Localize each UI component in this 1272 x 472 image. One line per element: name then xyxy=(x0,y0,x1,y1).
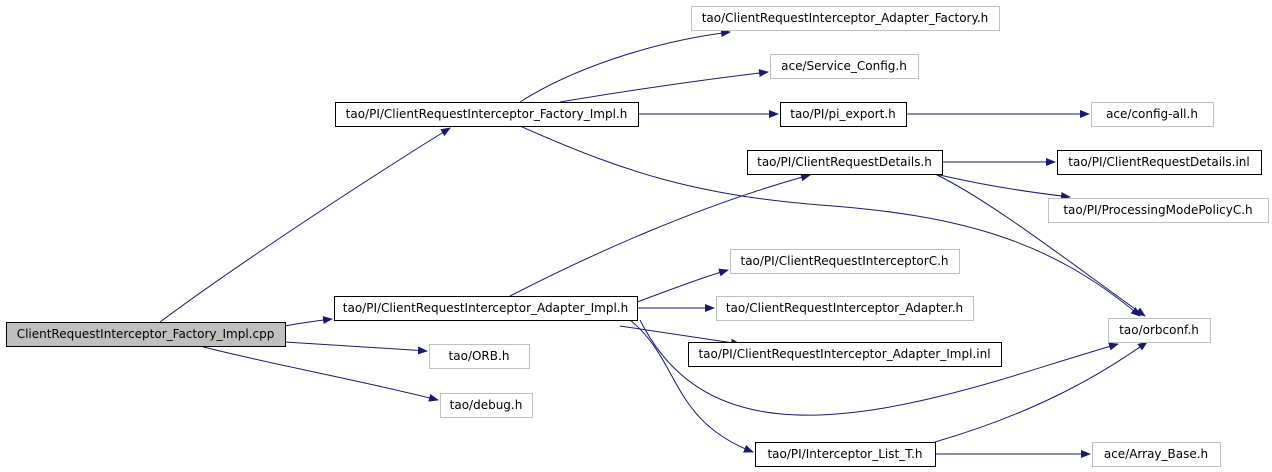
edge-adapter_impl_h-to-adapter_impl_inl xyxy=(619,325,741,347)
node-label: ClientRequestInterceptor_Factory_Impl.cp… xyxy=(17,327,275,341)
node-box xyxy=(730,249,960,274)
node-details_h[interactable]: tao/PI/ClientRequestDetails.h xyxy=(747,150,943,175)
node-box xyxy=(1091,102,1214,127)
node-box xyxy=(1092,442,1221,467)
node-label: ace/Service_Config.h xyxy=(781,59,907,73)
node-box xyxy=(1057,150,1262,175)
edge-adapter_impl_h-to-interceptorc_h xyxy=(636,268,729,303)
node-label: tao/PI/ClientRequestInterceptorC.h xyxy=(740,254,948,268)
edge-factory_impl_h-to-service_config_h xyxy=(559,69,769,103)
node-orb_h[interactable]: tao/ORB.h xyxy=(429,344,530,369)
node-interceptorc_h[interactable]: tao/PI/ClientRequestInterceptorC.h xyxy=(730,249,960,274)
node-details_inl[interactable]: tao/PI/ClientRequestDetails.inl xyxy=(1057,150,1262,175)
node-box xyxy=(429,344,530,369)
node-label: tao/ClientRequestInterceptor_Adapter_Fac… xyxy=(702,11,989,25)
node-adapter_impl_h[interactable]: tao/PI/ClientRequestInterceptor_Adapter_… xyxy=(334,296,638,321)
node-processing_mode_h[interactable]: tao/PI/ProcessingModePolicyC.h xyxy=(1048,198,1269,223)
node-label: tao/PI/ClientRequestInterceptor_Factory_… xyxy=(346,107,628,121)
edge-details_h-to-processing_mode_h xyxy=(934,173,1071,200)
node-config_all_h[interactable]: ace/config-all.h xyxy=(1091,102,1214,127)
node-box xyxy=(1108,318,1211,343)
edge-factory_impl_h-to-orbconf_h xyxy=(519,125,1141,317)
nodes-layer: ClientRequestInterceptor_Factory_Impl.cp… xyxy=(6,6,1269,467)
node-label: tao/PI/pi_export.h xyxy=(790,107,896,121)
node-box xyxy=(1048,198,1269,223)
node-box xyxy=(716,296,974,321)
node-box xyxy=(6,322,286,347)
node-box xyxy=(440,393,533,418)
edge-root-to-debug_h xyxy=(199,345,439,402)
node-label: tao/PI/ClientRequestDetails.h xyxy=(757,155,932,169)
node-label: tao/PI/ClientRequestInterceptor_Adapter_… xyxy=(698,347,990,361)
node-label: tao/PI/ProcessingModePolicyC.h xyxy=(1063,203,1252,217)
node-debug_h[interactable]: tao/debug.h xyxy=(440,393,533,418)
node-label: tao/ORB.h xyxy=(449,349,510,363)
node-label: tao/debug.h xyxy=(450,398,523,412)
node-box xyxy=(780,102,907,127)
node-service_config_h[interactable]: ace/Service_Config.h xyxy=(770,54,919,79)
edge-root-to-orb_h xyxy=(284,341,428,355)
node-adapter_h[interactable]: tao/ClientRequestInterceptor_Adapter.h xyxy=(716,296,974,321)
node-adapter_factory_h[interactable]: tao/ClientRequestInterceptor_Adapter_Fac… xyxy=(691,6,1000,31)
node-box xyxy=(755,442,936,467)
node-box xyxy=(747,150,943,175)
edge-factory_impl_h-to-adapter_factory_h xyxy=(519,29,731,103)
node-box xyxy=(691,6,1000,31)
node-box xyxy=(334,296,638,321)
edge-details_h-to-orbconf_h xyxy=(934,173,1146,317)
node-label: ace/Array_Base.h xyxy=(1104,447,1208,461)
node-label: tao/PI/Interceptor_List_T.h xyxy=(767,447,922,461)
node-box xyxy=(335,102,639,127)
edge-root-to-adapter_impl_h xyxy=(284,316,333,327)
node-root: ClientRequestInterceptor_Factory_Impl.cp… xyxy=(6,322,286,347)
node-label: tao/orbconf.h xyxy=(1119,323,1199,337)
edge-interceptor_list_h-to-orbconf_h xyxy=(934,341,1148,443)
edge-adapter_impl_h-to-details_h xyxy=(509,173,811,297)
node-label: tao/PI/ClientRequestInterceptor_Adapter_… xyxy=(343,301,628,315)
edges-layer xyxy=(159,29,1148,458)
node-factory_impl_h[interactable]: tao/PI/ClientRequestInterceptor_Factory_… xyxy=(335,102,639,127)
node-label: tao/PI/ClientRequestDetails.inl xyxy=(1068,155,1249,169)
edge-adapter_impl_h-to-orbconf_h xyxy=(639,319,1119,416)
node-orbconf_h[interactable]: tao/orbconf.h xyxy=(1108,318,1211,343)
node-array_base_h[interactable]: ace/Array_Base.h xyxy=(1092,442,1221,467)
node-label: ace/config-all.h xyxy=(1106,107,1198,121)
edge-adapter_impl_h-to-interceptor_list_h xyxy=(629,319,754,453)
node-box xyxy=(688,342,1002,367)
node-adapter_impl_inl[interactable]: tao/PI/ClientRequestInterceptor_Adapter_… xyxy=(688,342,1002,367)
node-interceptor_list_h[interactable]: tao/PI/Interceptor_List_T.h xyxy=(755,442,936,467)
node-label: tao/ClientRequestInterceptor_Adapter.h xyxy=(726,301,963,315)
node-pi_export_h[interactable]: tao/PI/pi_export.h xyxy=(780,102,907,127)
edge-root-to-factory_impl_h xyxy=(159,127,451,323)
node-box xyxy=(770,54,919,79)
